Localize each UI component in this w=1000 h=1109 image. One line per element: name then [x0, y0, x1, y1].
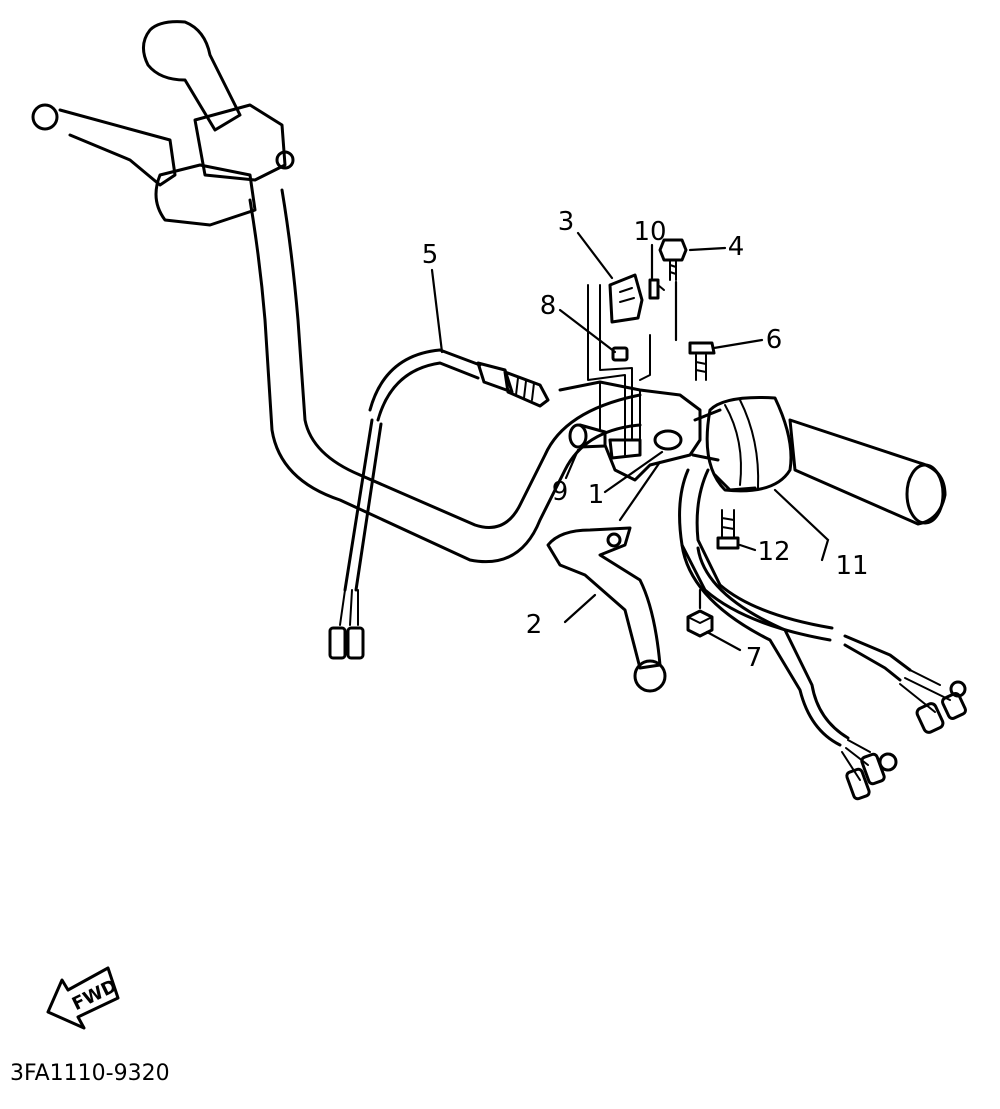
screw-10 — [648, 278, 665, 300]
clutch-switch-cable — [328, 348, 550, 660]
right-grip — [788, 418, 947, 526]
callout-4: 4 — [728, 232, 745, 262]
callout-3: 3 — [558, 207, 575, 237]
screw-6 — [688, 341, 716, 381]
drawing-code: 3FA1110-9320 — [10, 1061, 170, 1086]
leader-1b — [618, 460, 662, 522]
leader-5 — [430, 268, 444, 354]
callout-12: 12 — [757, 537, 790, 567]
switch-wire-harness — [678, 468, 967, 801]
leader-2 — [563, 593, 597, 624]
forward-direction-arrow: FWD — [46, 966, 120, 1030]
leader-12 — [738, 543, 757, 552]
leader-11 — [773, 488, 830, 562]
callout-10: 10 — [633, 217, 666, 247]
nut-7 — [686, 609, 714, 638]
leader-3 — [576, 231, 614, 280]
leader-8 — [558, 308, 617, 354]
screw-12 — [716, 509, 740, 550]
leader-4 — [688, 246, 727, 252]
callout-9: 9 — [552, 477, 569, 507]
callout-8: 8 — [540, 291, 557, 321]
callout-5: 5 — [422, 240, 439, 270]
handlebar-switch-11 — [691, 396, 793, 493]
leader-6 — [712, 338, 764, 350]
bolt-4 — [658, 238, 688, 281]
leader-lines — [430, 231, 830, 652]
callout-2: 2 — [526, 610, 543, 640]
brake-lever — [546, 526, 667, 693]
callout-6: 6 — [766, 325, 783, 355]
leader-1 — [603, 450, 664, 494]
callout-7: 7 — [746, 643, 763, 673]
handlebar — [248, 188, 642, 564]
callout-1: 1 — [588, 480, 605, 510]
leader-7 — [705, 630, 742, 652]
bolt-9 — [568, 423, 607, 449]
callout-labels: 5 3 10 4 8 6 9 1 2 7 12 11 — [422, 207, 869, 673]
leader-9 — [564, 448, 580, 480]
left-grip-assembly — [31, 20, 295, 227]
callout-11: 11 — [835, 551, 868, 581]
